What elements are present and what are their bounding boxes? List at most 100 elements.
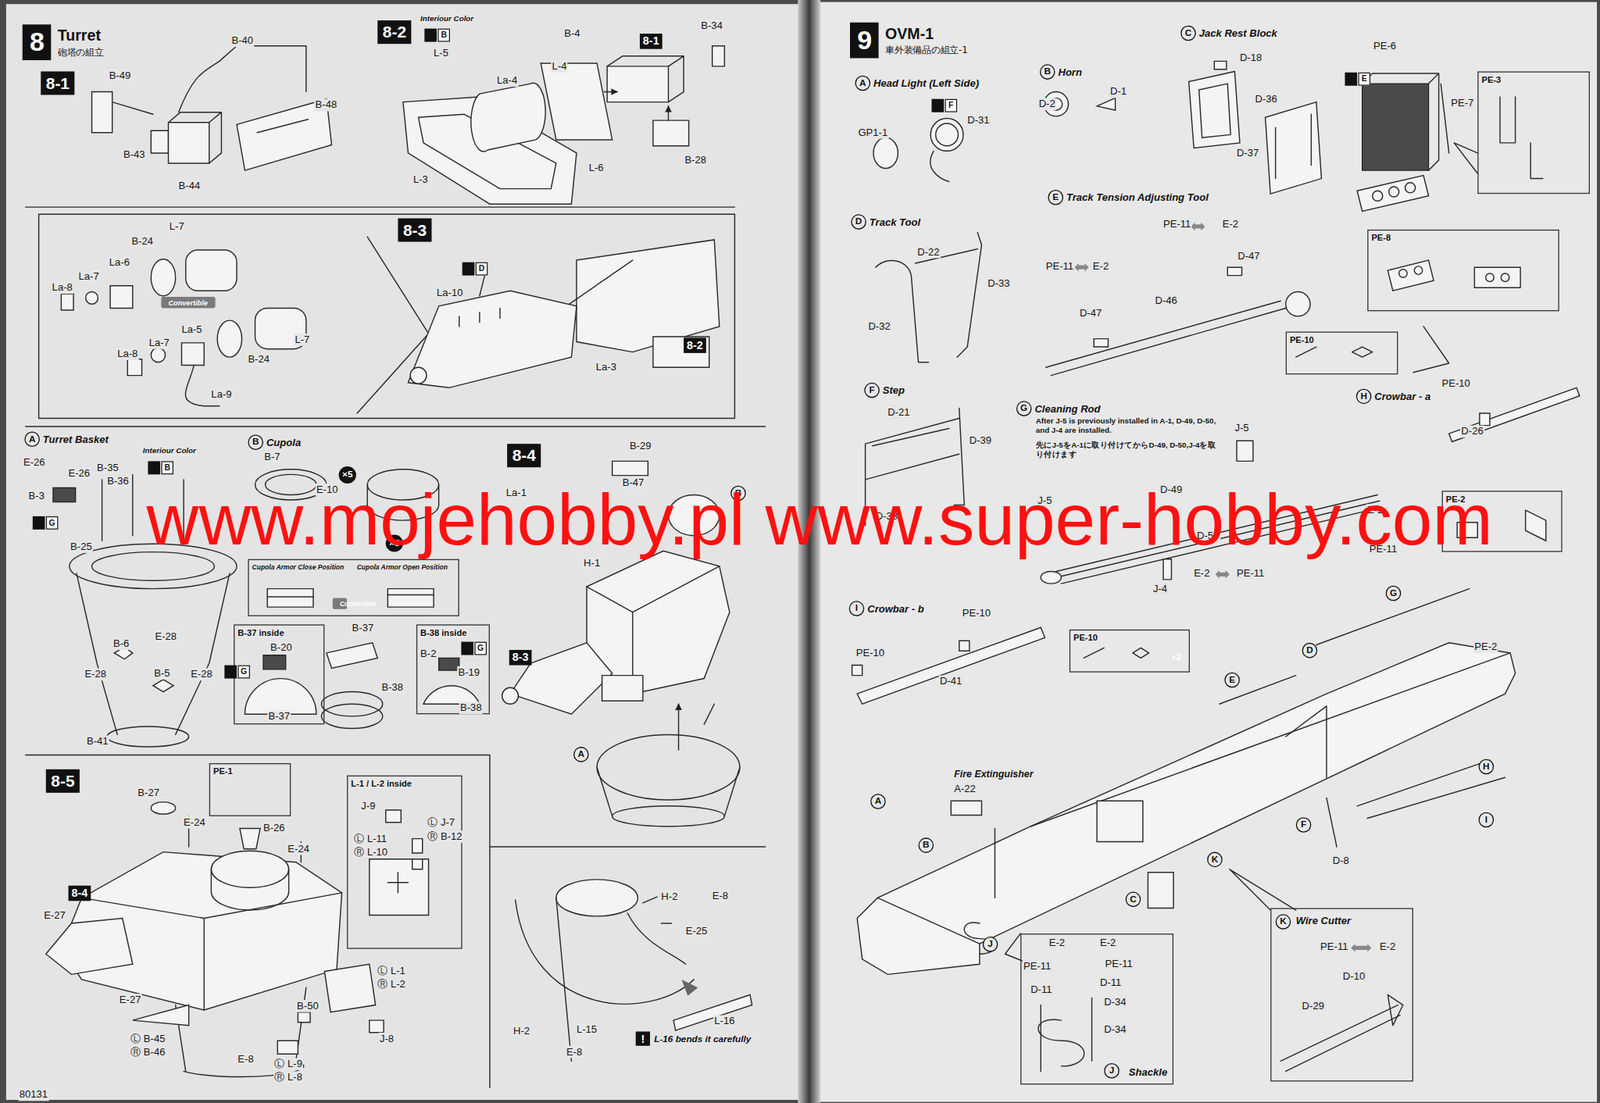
step-8-2-art <box>403 46 725 204</box>
step-subtitle: 車外装備品の組立-1 <box>885 43 968 58</box>
part-number: La-6 <box>107 256 131 268</box>
paint-code: B <box>160 460 174 475</box>
line-art <box>1389 186 1400 197</box>
part-number: La-9 <box>210 389 233 401</box>
line-art <box>1199 83 1231 138</box>
line-art <box>556 879 638 917</box>
line-art <box>1285 292 1311 317</box>
part-number: Ⓡ B-46 <box>129 1046 167 1058</box>
line-art <box>150 130 168 154</box>
frame-lines <box>25 207 766 1088</box>
callout-letter: H <box>1478 759 1495 775</box>
line-art <box>1005 869 1297 965</box>
step-number: 8-2 <box>683 337 707 354</box>
callout-letter: A <box>24 431 40 447</box>
line-art <box>81 892 342 1011</box>
line-art <box>1074 263 1089 272</box>
line-art <box>244 678 316 715</box>
step-reference-box: 8-3 <box>509 650 533 666</box>
callout-letter: A <box>573 746 590 763</box>
line-art <box>150 259 175 297</box>
part-number: B-49 <box>107 69 132 82</box>
line-art <box>277 1012 384 1055</box>
part-number: PE-10 <box>960 607 992 619</box>
part-number: PE-6 <box>1372 39 1398 52</box>
part-number: L-4 <box>550 60 568 72</box>
part-number: J-8 <box>378 1032 396 1045</box>
line-art <box>1362 83 1429 171</box>
part-number: B-2 <box>419 647 438 660</box>
part-number: L-7 <box>168 220 186 233</box>
part-number: L-5 <box>432 46 450 59</box>
warning-note: !L-16 bends it carefully <box>635 1031 752 1046</box>
line-art <box>267 594 434 597</box>
part-number: B-41 <box>85 735 110 748</box>
line-art <box>210 869 289 911</box>
line-art <box>53 487 76 502</box>
line-art <box>612 806 725 827</box>
sub-assembly-title: Step <box>882 384 905 396</box>
part-number: E-26 <box>22 456 47 468</box>
part-number: Ⓛ J-7 <box>426 816 456 829</box>
line-art <box>357 236 429 414</box>
callout-letter: C <box>1180 25 1197 42</box>
step-8-3-art <box>60 239 719 407</box>
part-number: D-8 <box>1331 855 1350 868</box>
part-number: D-11 <box>1099 976 1123 989</box>
line-art <box>576 239 720 353</box>
part-number: D-31 <box>966 114 991 126</box>
part-number: D-46 <box>1153 294 1179 307</box>
callout-letter: G <box>1385 585 1402 602</box>
step-number-box: 8-4 <box>507 443 541 468</box>
part-number: PE-7 <box>1450 96 1475 109</box>
step-8-5-art <box>46 802 753 1078</box>
callout-letter: DTrack Tool <box>850 214 921 230</box>
callout-letter: B <box>918 837 935 854</box>
part-number: B-34 <box>700 19 724 32</box>
watermark: www.mojehobby.pl www.super-hobby.com <box>146 483 1493 557</box>
part-number: B-40 <box>230 34 254 47</box>
paint-code: F <box>944 99 958 113</box>
line-art <box>502 687 519 704</box>
line-art <box>257 119 308 133</box>
part-number: B-6 <box>112 637 131 650</box>
part-number: D-18 <box>1239 52 1264 65</box>
line-art <box>612 460 649 475</box>
line-art <box>667 106 669 121</box>
part-number: Ⓛ L-11 <box>353 832 388 845</box>
part-number: H-1 <box>582 557 602 569</box>
line-art <box>1214 60 1227 69</box>
line-art <box>439 657 460 671</box>
detail-box: PE-8 <box>1367 229 1560 311</box>
sub-assembly-title: Track Tension Adjusting Tool <box>1066 192 1209 204</box>
part-number: J-5 <box>1233 422 1250 435</box>
sub-assembly-title: Track Tool <box>869 216 921 228</box>
line-art <box>410 367 427 384</box>
sub-assembly-title: Shackle <box>1128 1066 1168 1078</box>
line-art <box>1265 102 1322 195</box>
line-art <box>1083 647 1150 658</box>
line-art <box>387 872 408 893</box>
line-art <box>852 640 970 675</box>
quantity: ×5 <box>339 466 357 484</box>
sub-assembly-title: Head Light (Left Side) <box>873 77 979 89</box>
part-number: E-2 <box>1047 936 1066 949</box>
part-number: D-34 <box>1103 996 1128 1008</box>
part-number: PE-11 <box>1162 218 1193 231</box>
part-number: B-44 <box>177 179 201 192</box>
line-art <box>1440 83 1449 154</box>
line-art <box>1500 273 1509 282</box>
part-number: A-22 <box>953 782 977 795</box>
part-number: D-47 <box>1236 250 1261 262</box>
line-art <box>1147 872 1174 909</box>
assembly-note: After J-5 is previously installed in A-1… <box>1034 417 1221 436</box>
part-number: Ⓡ L-8 <box>273 1071 304 1083</box>
sub-assembly-title: Cupola <box>266 436 301 448</box>
step-number: 8-4 <box>507 443 541 468</box>
callout-letter: HCrowbar - a <box>1356 389 1431 405</box>
callout-letter: K <box>1207 852 1223 868</box>
line-art <box>703 703 715 725</box>
part-number: D-32 <box>867 320 892 333</box>
part-number: J-4 <box>1152 582 1169 595</box>
step-number-box: 8-5 <box>46 769 80 793</box>
